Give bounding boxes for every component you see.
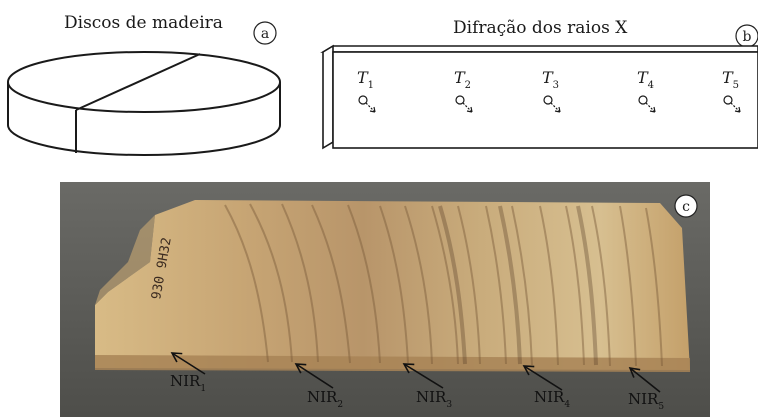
disc-top bbox=[8, 52, 280, 112]
panel-a-title: Discos de madeira bbox=[64, 13, 223, 33]
nir-subscript: 2 bbox=[337, 400, 343, 410]
nir-subscript: 1 bbox=[200, 384, 206, 394]
wood-block bbox=[95, 200, 690, 370]
t-point-subscript: 5 bbox=[733, 80, 739, 91]
t-point-subscript: 4 bbox=[648, 80, 654, 91]
strip-left-face bbox=[323, 46, 333, 148]
panel-b-title: Difração dos raios X bbox=[453, 18, 628, 38]
t-point-subscript: 1 bbox=[368, 80, 374, 91]
t-point-subscript: 3 bbox=[553, 80, 559, 91]
strip-front bbox=[333, 52, 758, 148]
nir-subscript: 3 bbox=[446, 400, 452, 410]
nir-subscript: 4 bbox=[564, 400, 570, 410]
strip-top bbox=[323, 46, 758, 52]
panel-c-badge: c bbox=[682, 199, 690, 215]
panel-a: Discos de madeira a bbox=[8, 13, 280, 155]
panel-a-badge: a bbox=[261, 26, 269, 42]
panel-c: 930 9H32 c bbox=[60, 182, 710, 417]
nir-subscript: 5 bbox=[658, 402, 664, 412]
panel-b-badge: b bbox=[743, 29, 752, 45]
panel-b: Difração dos raios X b bbox=[323, 18, 758, 148]
t-point-subscript: 2 bbox=[465, 80, 471, 91]
